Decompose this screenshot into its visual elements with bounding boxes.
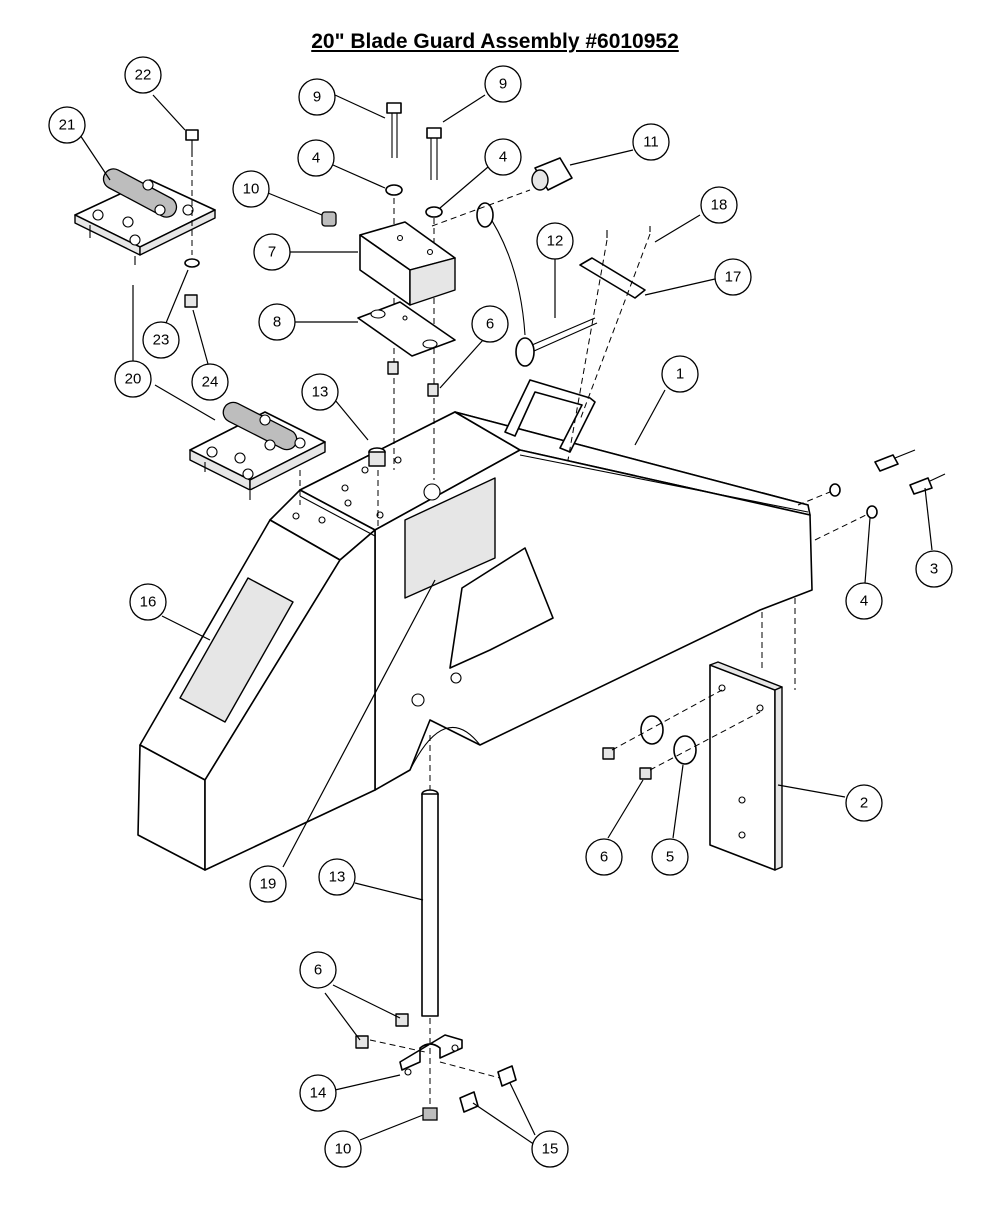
hinge-hardware (184, 129, 200, 308)
callout-c18: 18 (700, 186, 738, 224)
svg-text:1: 1 (676, 366, 684, 383)
svg-text:4: 4 (860, 593, 868, 610)
callout-c22: 22 (124, 56, 162, 94)
callout-c1: 1 (661, 355, 699, 393)
callout-c10a: 10 (232, 170, 270, 208)
svg-text:13: 13 (312, 384, 329, 401)
mounting-block (321, 211, 456, 306)
callout-c4b: 4 (484, 138, 522, 176)
svg-text:23: 23 (153, 332, 170, 349)
callout-c6c: 6 (299, 951, 337, 989)
callout-c23: 23 (142, 321, 180, 359)
svg-text:21: 21 (59, 117, 76, 134)
pin-upper (299, 447, 386, 530)
svg-text:2: 2 (860, 795, 868, 812)
svg-text:24: 24 (202, 374, 219, 391)
svg-text:10: 10 (335, 1141, 352, 1158)
callout-c20a: 20 (114, 360, 152, 398)
svg-text:22: 22 (135, 67, 152, 84)
svg-text:15: 15 (542, 1141, 559, 1158)
callout-c6b: 6 (585, 838, 623, 876)
callout-c9a: 9 (298, 78, 336, 116)
callout-c2: 2 (845, 784, 883, 822)
svg-text:12: 12 (547, 233, 564, 250)
callout-c4a: 4 (297, 139, 335, 177)
guard-tab (567, 226, 651, 461)
callout-c7: 7 (253, 233, 291, 271)
callout-c5: 5 (651, 838, 689, 876)
callout-c17: 17 (714, 258, 752, 296)
svg-text:7: 7 (268, 244, 276, 261)
svg-text:13: 13 (329, 869, 346, 886)
callout-c8: 8 (258, 303, 296, 341)
callout-leaders (79, 94, 933, 1146)
svg-text:19: 19 (260, 876, 277, 893)
svg-text:6: 6 (314, 962, 322, 979)
svg-text:6: 6 (486, 316, 494, 333)
side-bolts (797, 449, 946, 541)
mounting-bracket (602, 598, 796, 871)
svg-text:20: 20 (125, 371, 142, 388)
svg-text:17: 17 (725, 269, 742, 286)
svg-text:10: 10 (243, 181, 260, 198)
svg-text:14: 14 (310, 1085, 327, 1102)
callout-c13a: 13 (301, 373, 339, 411)
svg-text:8: 8 (273, 314, 281, 331)
quick-coupler (431, 157, 598, 367)
callout-c16: 16 (129, 583, 167, 621)
hinge-upper (74, 168, 216, 265)
svg-text:4: 4 (312, 150, 320, 167)
callout-c9b: 9 (484, 65, 522, 103)
callout-c14: 14 (299, 1074, 337, 1112)
callout-c3: 3 (915, 550, 953, 588)
callout-c15: 15 (531, 1130, 569, 1168)
callout-c24: 24 (191, 363, 229, 401)
callout-c10b: 10 (324, 1130, 362, 1168)
callout-c19: 19 (249, 865, 287, 903)
svg-text:16: 16 (140, 594, 157, 611)
svg-text:18: 18 (711, 197, 728, 214)
blade-guard-housing (137, 379, 813, 871)
svg-text:5: 5 (666, 849, 674, 866)
callout-c12: 12 (536, 222, 574, 260)
callout-c13b: 13 (318, 858, 356, 896)
svg-text:9: 9 (313, 89, 321, 106)
hinge-lower (189, 401, 326, 500)
support-rod (421, 735, 439, 1105)
svg-text:3: 3 (930, 561, 938, 578)
svg-text:11: 11 (643, 134, 659, 151)
callout-c4c: 4 (845, 582, 883, 620)
mounting-plate (357, 301, 456, 397)
callout-c21: 21 (48, 106, 86, 144)
callout-c11: 11 (632, 123, 670, 161)
svg-text:4: 4 (499, 149, 507, 166)
svg-text:6: 6 (600, 849, 608, 866)
diagram-title: 20" Blade Guard Assembly #6010952 (311, 30, 679, 53)
callout-c6a: 6 (471, 305, 509, 343)
rod-clamp (355, 1013, 517, 1121)
svg-text:9: 9 (499, 76, 507, 93)
